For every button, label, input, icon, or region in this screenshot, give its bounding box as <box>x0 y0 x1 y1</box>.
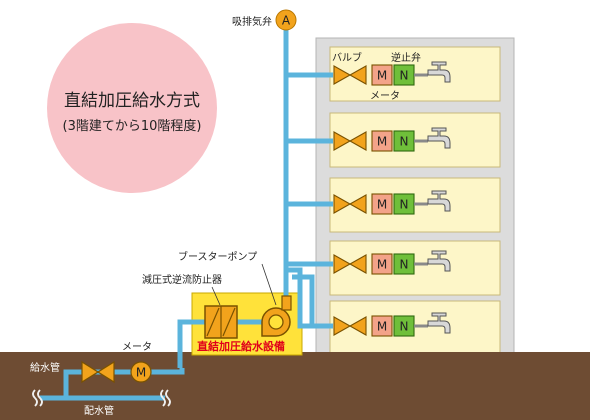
faucet-icon-5 <box>427 312 451 334</box>
backflow-leader <box>211 286 221 306</box>
branch-floor-5 <box>286 267 333 329</box>
air-valve <box>275 9 297 31</box>
faucet-icon-4 <box>427 250 451 272</box>
pipe-break-marks <box>32 389 171 407</box>
meter-label-bottom: メータ <box>122 341 152 353</box>
gate-valve-right-3 <box>348 194 367 214</box>
faucet-icon-1 <box>427 61 451 83</box>
check-valve-mark-1: N <box>400 69 409 83</box>
backflow-preventer <box>204 305 238 339</box>
gate-valve-left-5 <box>333 316 352 336</box>
floor-4 <box>329 240 501 296</box>
check-valve-mark-3: N <box>400 198 409 212</box>
meter-box-3 <box>371 193 393 215</box>
gate-valve-right-2 <box>348 131 367 151</box>
break-mark-right <box>160 389 171 407</box>
supply-meter <box>130 361 152 383</box>
gate-valve-left-4 <box>333 254 352 274</box>
meter-box-2 <box>371 130 393 152</box>
supply-pipe <box>63 368 185 398</box>
gate-valve-right-1 <box>348 65 367 85</box>
booster-pump <box>261 295 292 337</box>
check-valve-label: 逆止弁 <box>391 51 421 64</box>
faucet-icon-3 <box>427 190 451 212</box>
building-floors <box>329 46 501 356</box>
gate-valve-right-5 <box>348 316 367 336</box>
meter-mark-4: M <box>377 258 387 272</box>
meter-label-top: メータ <box>370 90 400 102</box>
gate-valve-left-2 <box>333 131 352 151</box>
booster-pump-label: ブースターポンプ <box>178 250 257 263</box>
ground <box>0 352 590 420</box>
check-valve-mark-2: N <box>400 135 409 149</box>
supply-gate-valve <box>81 360 115 384</box>
meter-box-4 <box>371 253 393 275</box>
meter-mark-2: M <box>377 135 387 149</box>
meter-mark-5: M <box>377 320 387 334</box>
faucet-icon-2 <box>427 127 451 149</box>
branch-floor-5-b <box>292 274 315 326</box>
check-valve-mark-4: N <box>400 258 409 272</box>
title-circle <box>47 23 217 193</box>
title-line1: 直結加圧給水方式 <box>64 91 200 111</box>
backflow-label: 減圧式逆流防止器 <box>142 273 222 286</box>
booster-pump-leader <box>261 263 277 306</box>
check-valve-mark-5: N <box>400 320 409 334</box>
equipment-label: 直結加圧給水設備 <box>197 339 285 353</box>
gate-valve-right-4 <box>348 254 367 274</box>
meter-mark-3: M <box>377 198 387 212</box>
meter-box-1 <box>371 64 393 86</box>
supply-pipe-label: 給水管 <box>30 361 60 374</box>
meter-box-5 <box>371 315 393 337</box>
gate-valve-left-1 <box>333 65 352 85</box>
break-mark-left <box>32 389 43 407</box>
supply-meter-mark: M <box>136 366 146 380</box>
valve-label: バルブ <box>332 51 362 64</box>
air-valve-mark: A <box>282 14 291 28</box>
title-line2: (3階建てから10階程度) <box>63 118 202 134</box>
air-valve-label: 吸排気弁 <box>232 15 272 28</box>
gate-valve-left-3 <box>333 194 352 214</box>
meter-mark-1: M <box>377 69 387 83</box>
distribution-pipe-label: 配水管 <box>84 404 114 417</box>
